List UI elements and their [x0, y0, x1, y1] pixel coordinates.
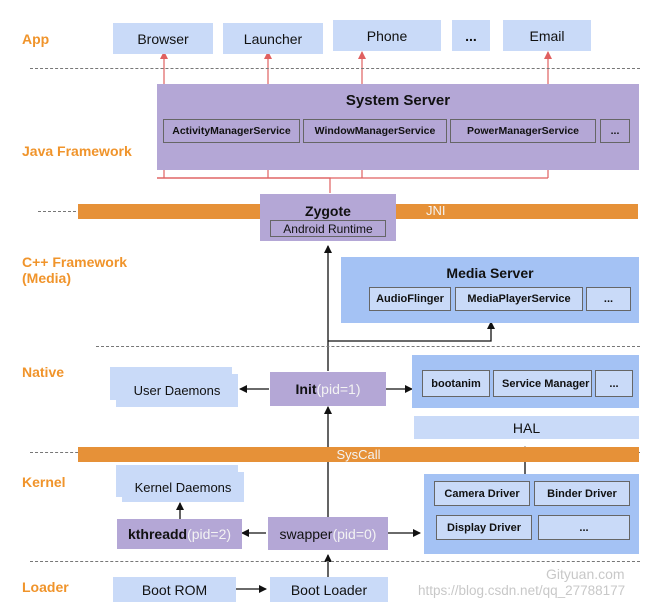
display-driver: Display Driver	[436, 515, 532, 540]
separator-app-java	[30, 68, 640, 69]
native-service-more: ...	[595, 370, 633, 397]
hal-box: HAL	[414, 416, 639, 439]
syscall-bar: SysCall	[78, 447, 639, 462]
media-player-service: MediaPlayerService	[455, 287, 583, 311]
separator-kernel-loader	[30, 561, 640, 562]
boot-loader-box: Boot Loader	[270, 577, 388, 602]
android-runtime: Android Runtime	[270, 220, 386, 237]
media-server-box: Media Server AudioFlinger MediaPlayerSer…	[341, 257, 639, 323]
layer-label-native: Native	[22, 364, 65, 380]
window-manager-service: WindowManagerService	[303, 119, 447, 143]
kthreadd-label: kthreadd	[127, 526, 188, 542]
app-more[interactable]: ...	[452, 20, 490, 51]
swapper-label: swapper	[279, 525, 333, 542]
native-services-box: bootanim Service Manager ...	[412, 355, 639, 408]
app-email[interactable]: Email	[503, 20, 591, 51]
bootanim: bootanim	[422, 370, 490, 397]
swapper-box: swapper(pid=0)	[268, 517, 388, 550]
app-launcher[interactable]: Launcher	[223, 23, 323, 54]
app-phone[interactable]: Phone	[333, 20, 441, 51]
layer-label-loader: Loader	[22, 579, 69, 595]
syscall-label: SysCall	[336, 447, 381, 462]
camera-driver: Camera Driver	[434, 481, 530, 506]
zygote-box: Zygote Android Runtime	[260, 194, 396, 241]
app-browser[interactable]: Browser	[113, 23, 213, 54]
init-pid: (pid=1)	[316, 381, 361, 397]
system-server-title: System Server	[345, 92, 451, 109]
binder-driver: Binder Driver	[534, 481, 630, 506]
kthreadd-box: kthreadd(pid=2)	[117, 519, 242, 549]
layer-label-app: App	[22, 31, 50, 47]
layer-label-cpp-framework: C++ Framework (Media)	[22, 254, 128, 286]
service-manager: Service Manager	[493, 370, 592, 397]
boot-rom-box: Boot ROM	[113, 577, 236, 602]
layer-label-java-framework: Java Framework	[22, 143, 132, 159]
watermark-csdn: https://blog.csdn.net/qq_27788177	[418, 583, 626, 598]
init-label: Init	[295, 381, 317, 397]
system-server-box: System Server ActivityManagerService Win…	[157, 84, 639, 170]
init-box: Init(pid=1)	[270, 372, 386, 406]
jni-label: JNI	[426, 203, 446, 218]
swapper-pid: (pid=0)	[332, 525, 377, 542]
driver-more: ...	[538, 515, 630, 540]
activity-manager-service: ActivityManagerService	[163, 119, 300, 143]
user-daemons-box: User Daemons	[116, 374, 238, 407]
drivers-box: Camera Driver Binder Driver Display Driv…	[424, 474, 639, 554]
media-server-title: Media Server	[446, 265, 534, 281]
watermark-gityuan: Gityuan.com	[546, 566, 625, 582]
layer-label-kernel: Kernel	[22, 474, 66, 490]
zygote-title: Zygote	[305, 203, 351, 219]
audio-flinger: AudioFlinger	[369, 287, 451, 311]
system-service-more: ...	[600, 119, 630, 143]
separator-java-cpp-left	[38, 211, 86, 212]
separator-cpp-native	[96, 346, 640, 347]
media-service-more: ...	[586, 287, 631, 311]
kernel-daemons-box: Kernel Daemons	[122, 472, 244, 502]
kthreadd-pid: (pid=2)	[187, 526, 232, 542]
power-manager-service: PowerManagerService	[450, 119, 596, 143]
